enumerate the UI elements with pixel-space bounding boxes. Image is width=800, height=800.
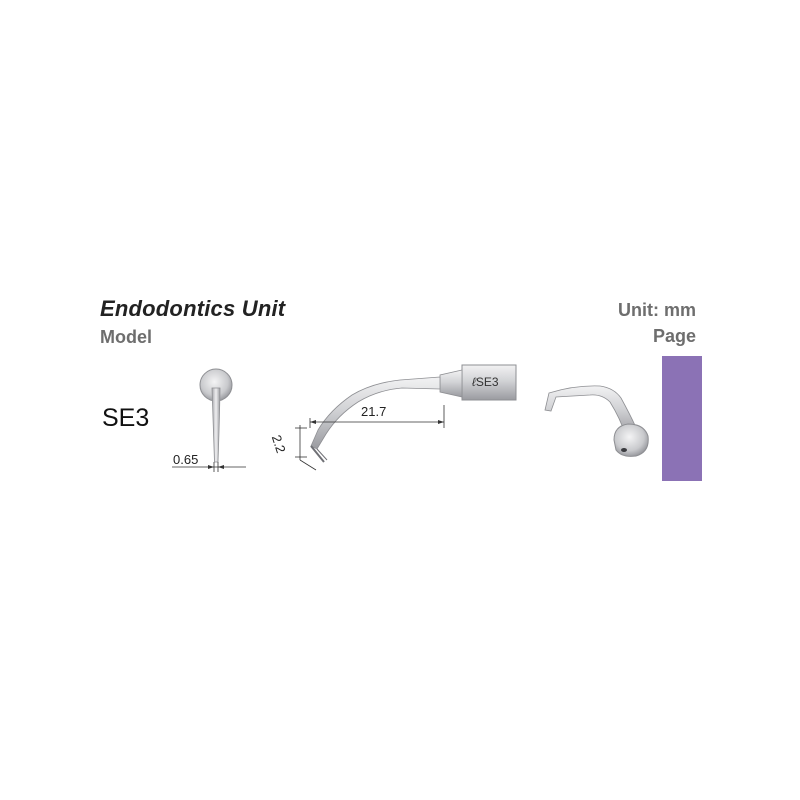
page-title: Endodontics Unit <box>100 296 286 321</box>
page-label: Page <box>652 326 696 346</box>
length-value: 21.7 <box>361 404 387 419</box>
tip-engraving: ℓSE3 <box>472 375 499 389</box>
logo-mark-icon: ℓ <box>472 375 476 389</box>
tip-side-view-icon <box>310 364 517 463</box>
model-label: Model <box>100 327 152 347</box>
dimension-length <box>309 405 445 428</box>
tip-perspective-view-icon <box>544 385 649 457</box>
model-name: SE3 <box>102 404 150 432</box>
page-color-tab <box>662 356 702 481</box>
dimension-tip-length <box>295 425 317 471</box>
dimension-tip-diameter <box>172 462 246 472</box>
unit-label: Unit: mm <box>618 300 696 320</box>
tip-diameter-value: 0.65 <box>173 452 199 467</box>
tip-front-view-icon <box>199 368 233 463</box>
